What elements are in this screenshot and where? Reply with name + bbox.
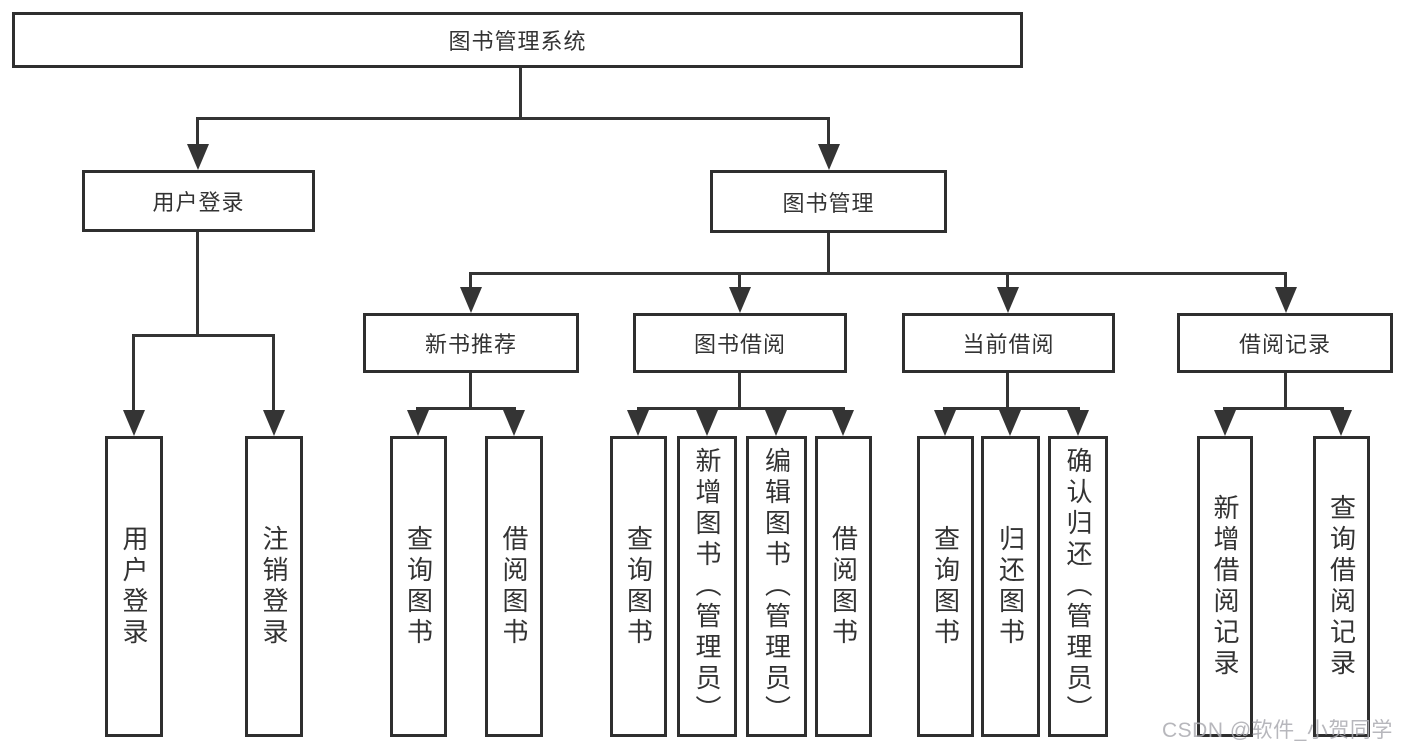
connector-line xyxy=(637,407,845,410)
connector-line xyxy=(827,117,830,145)
leaf-label: 查询图书 xyxy=(623,524,654,649)
node-label: 当前借阅 xyxy=(962,332,1055,357)
node-label: 图书管理系统 xyxy=(448,29,587,54)
leaf-user-login: 用户登录 xyxy=(105,436,163,737)
connector-line xyxy=(1006,272,1009,289)
connector-line xyxy=(1223,407,1344,410)
connector-line xyxy=(738,272,741,289)
leaf-label: 用户登录 xyxy=(119,524,149,649)
arrow-down-icon xyxy=(187,144,209,170)
leaf-borrow-books-borrow: 借阅图书 xyxy=(815,436,872,737)
arrow-down-icon xyxy=(765,410,787,436)
connector-line xyxy=(519,68,522,119)
connector-line xyxy=(1284,373,1287,410)
leaf-edit-books-admin: 编辑图书（管理员） xyxy=(746,436,807,737)
node-label: 图书借阅 xyxy=(693,332,786,357)
arrow-down-icon xyxy=(997,287,1019,313)
connector-line xyxy=(272,334,275,412)
node-new-book-recommendation: 新书推荐 xyxy=(363,313,579,373)
leaf-add-books-admin: 新增图书（管理员） xyxy=(677,436,737,737)
leaf-query-books-borrow: 查询图书 xyxy=(610,436,667,737)
leaf-label: 归还图书 xyxy=(995,524,1026,649)
connector-line xyxy=(827,233,830,275)
arrow-down-icon xyxy=(832,410,854,436)
connector-line xyxy=(416,407,516,410)
leaf-label: 新增图书（管理员） xyxy=(692,447,722,726)
node-library-management-system: 图书管理系统 xyxy=(12,12,1023,68)
arrow-down-icon xyxy=(934,410,956,436)
node-current-borrowing: 当前借阅 xyxy=(902,313,1115,373)
connector-line xyxy=(196,117,199,145)
leaf-label: 查询借阅记录 xyxy=(1326,493,1357,680)
node-book-borrowing: 图书借阅 xyxy=(633,313,847,373)
leaf-label: 借阅图书 xyxy=(499,524,529,649)
connector-line xyxy=(469,272,1287,275)
node-label: 借阅记录 xyxy=(1238,332,1331,357)
arrow-down-icon xyxy=(263,410,285,436)
leaf-logout: 注销登录 xyxy=(245,436,303,737)
node-label: 新书推荐 xyxy=(424,332,517,357)
watermark: CSDN @软件_小贺同学 xyxy=(1162,719,1393,742)
node-user-login: 用户登录 xyxy=(82,170,315,232)
leaf-query-borrow-record: 查询借阅记录 xyxy=(1313,436,1370,737)
leaf-add-borrow-record: 新增借阅记录 xyxy=(1197,436,1253,737)
arrow-down-icon xyxy=(627,410,649,436)
node-label: 图书管理 xyxy=(782,190,875,216)
connector-line xyxy=(132,334,275,337)
leaf-label: 查询图书 xyxy=(403,524,434,649)
connector-line xyxy=(943,407,1080,410)
arrow-down-icon xyxy=(1330,410,1352,436)
node-borrowing-records: 借阅记录 xyxy=(1177,313,1393,373)
leaf-query-books-current: 查询图书 xyxy=(917,436,974,737)
arrow-down-icon xyxy=(1067,410,1089,436)
arrow-down-icon xyxy=(123,410,145,436)
arrow-down-icon xyxy=(1275,287,1297,313)
connector-line xyxy=(738,373,741,410)
arrow-down-icon xyxy=(503,410,525,436)
leaf-label: 借阅图书 xyxy=(828,524,859,649)
leaf-confirm-return-admin: 确认归还（管理员） xyxy=(1048,436,1108,737)
connector-line xyxy=(132,334,135,412)
connector-line xyxy=(469,272,472,289)
arrow-down-icon xyxy=(729,287,751,313)
leaf-return-books: 归还图书 xyxy=(981,436,1040,737)
connector-line xyxy=(196,117,830,120)
node-label: 用户登录 xyxy=(152,190,245,215)
arrow-down-icon xyxy=(696,410,718,436)
leaf-borrow-books-newrec: 借阅图书 xyxy=(485,436,543,737)
connector-line xyxy=(196,232,199,337)
leaf-label: 编辑图书（管理员） xyxy=(761,447,792,726)
leaf-label: 新增借阅记录 xyxy=(1210,493,1240,680)
connector-line xyxy=(1006,373,1009,410)
leaf-label: 确认归还（管理员） xyxy=(1063,447,1093,726)
arrow-down-icon xyxy=(460,287,482,313)
leaf-query-books-newrec: 查询图书 xyxy=(390,436,447,737)
arrow-down-icon xyxy=(999,410,1021,436)
arrow-down-icon xyxy=(407,410,429,436)
arrow-down-icon xyxy=(818,144,840,170)
connector-line xyxy=(469,373,472,410)
arrow-down-icon xyxy=(1214,410,1236,436)
leaf-label: 注销登录 xyxy=(259,524,289,649)
node-book-management: 图书管理 xyxy=(710,170,947,233)
connector-line xyxy=(1284,272,1287,289)
leaf-label: 查询图书 xyxy=(930,524,961,649)
